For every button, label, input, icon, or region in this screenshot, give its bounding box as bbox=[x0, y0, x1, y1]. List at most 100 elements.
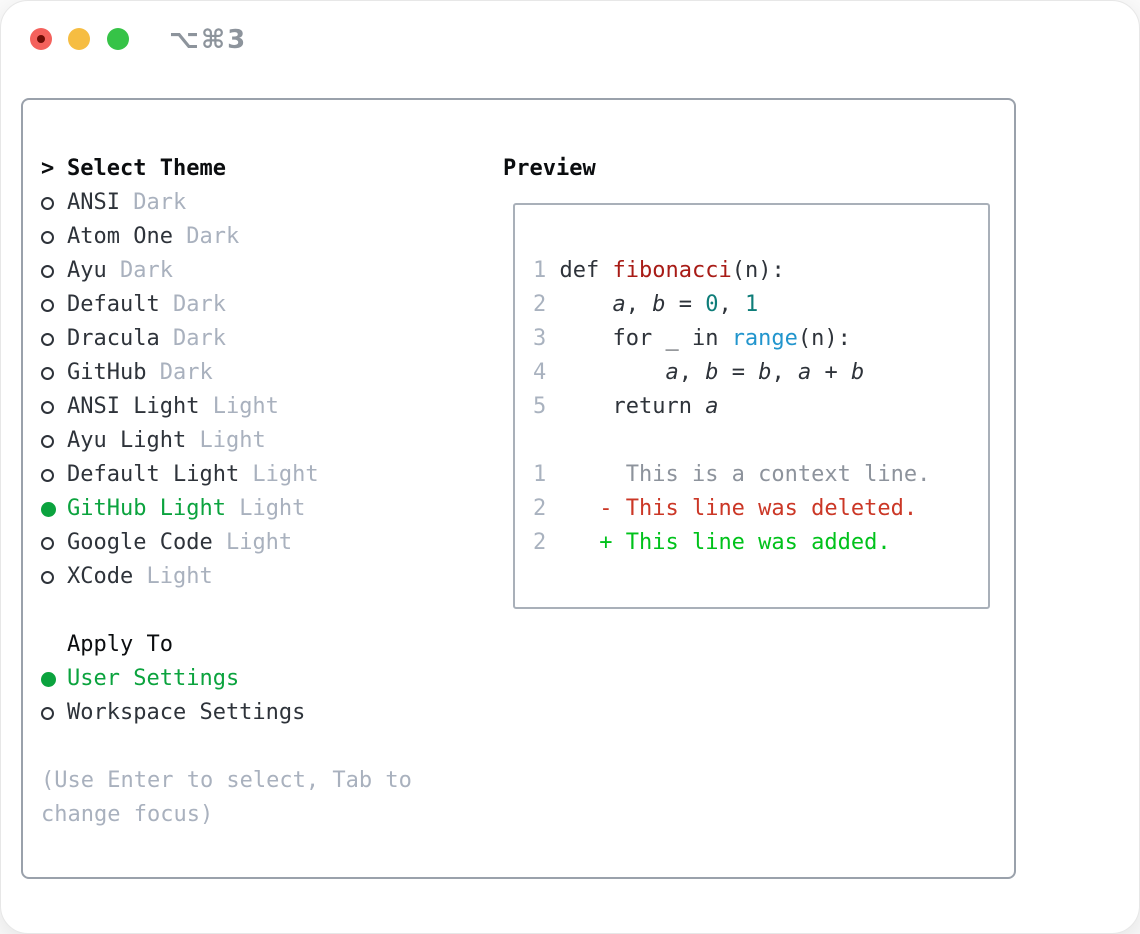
radio-icon bbox=[41, 298, 67, 312]
diff-text: This is a context line. bbox=[599, 462, 931, 487]
maximize-button[interactable] bbox=[107, 28, 129, 50]
code-segment: for _ in bbox=[559, 326, 732, 351]
radio-selected-icon bbox=[41, 501, 67, 517]
theme-item[interactable]: Dracula Dark bbox=[41, 322, 481, 356]
theme-variant-label: Light bbox=[212, 530, 293, 555]
code-segment: a bbox=[665, 360, 679, 385]
code-line: 4 a, b = b, a + b bbox=[533, 356, 988, 390]
radio-icon bbox=[41, 468, 67, 482]
theme-item-label: Ayu Light bbox=[67, 428, 187, 453]
theme-item[interactable]: Atom One Dark bbox=[41, 220, 481, 254]
code-segment: (n): bbox=[731, 258, 785, 283]
focus-caret: > bbox=[41, 156, 55, 181]
theme-item[interactable]: XCode Light bbox=[41, 560, 481, 594]
code-segment: a bbox=[612, 292, 626, 317]
code-segment: a bbox=[705, 394, 719, 419]
spacer bbox=[41, 730, 481, 764]
theme-item[interactable]: Google Code Light bbox=[41, 526, 481, 560]
code-line: 1 def fibonacci(n): bbox=[533, 254, 988, 288]
line-number: 2 bbox=[533, 496, 600, 521]
theme-item-label: Google Code bbox=[67, 530, 213, 555]
code-segment: fibonacci bbox=[612, 258, 732, 283]
code-segment: 0 bbox=[705, 292, 719, 317]
close-dot-icon bbox=[37, 35, 45, 43]
theme-item-label: ANSI Light bbox=[67, 394, 200, 419]
radio-icon bbox=[41, 570, 67, 584]
theme-variant-label: Light bbox=[186, 428, 266, 453]
preview-header: Preview bbox=[503, 156, 596, 181]
radio-icon bbox=[41, 434, 67, 448]
radio-icon bbox=[41, 264, 67, 278]
line-number: 1 bbox=[533, 258, 560, 283]
code-segment: b bbox=[850, 360, 865, 385]
theme-variant-label: Dark bbox=[119, 190, 187, 215]
code-segment: 1 bbox=[744, 292, 759, 317]
apply-to-option[interactable]: User Settings bbox=[41, 662, 481, 696]
theme-variant-label: Light bbox=[133, 564, 213, 589]
code-segment: range bbox=[731, 326, 798, 351]
theme-variant-label: Dark bbox=[159, 326, 226, 351]
code-line: 3 for _ in range(n): bbox=[533, 322, 988, 356]
blank-line bbox=[533, 424, 988, 458]
theme-item[interactable]: Ayu Dark bbox=[41, 254, 481, 288]
code-segment: , bbox=[678, 360, 706, 385]
radio-icon bbox=[41, 196, 67, 210]
radio-selected-icon bbox=[41, 671, 67, 687]
radio-icon bbox=[41, 366, 67, 380]
theme-item[interactable]: GitHub Light Light bbox=[41, 492, 481, 526]
line-number: 2 bbox=[533, 292, 560, 317]
theme-item[interactable]: Default Light Light bbox=[41, 458, 481, 492]
theme-item-label: Default Light bbox=[67, 462, 240, 487]
select-theme-header: > Select Theme bbox=[41, 152, 481, 186]
diff-line: 2 + This line was added. bbox=[533, 526, 988, 560]
apply-to-option-label: Workspace Settings bbox=[67, 700, 306, 725]
theme-item-label: Atom One bbox=[67, 224, 173, 249]
theme-item[interactable]: ANSI Dark bbox=[41, 186, 481, 220]
theme-item[interactable]: Ayu Light Light bbox=[41, 424, 481, 458]
apply-to-option[interactable]: Workspace Settings bbox=[41, 696, 481, 730]
line-number: 4 bbox=[533, 360, 560, 385]
theme-variant-label: Light bbox=[225, 496, 306, 521]
diff-text: - This line was deleted. bbox=[599, 496, 918, 521]
code-segment: , bbox=[625, 292, 653, 317]
code-line: 2 a, b = 0, 1 bbox=[533, 288, 988, 322]
radio-icon bbox=[41, 332, 67, 346]
code-segment: b bbox=[705, 360, 719, 385]
minimize-button[interactable] bbox=[68, 28, 90, 50]
code-segment bbox=[560, 360, 666, 385]
line-number: 1 bbox=[533, 462, 600, 487]
apply-to-header-label: Apply To bbox=[67, 632, 173, 657]
line-number: 3 bbox=[533, 326, 560, 351]
diff-line: 1 This is a context line. bbox=[533, 458, 988, 492]
diff-text: + This line was added. bbox=[599, 530, 891, 555]
code-segment: a bbox=[797, 360, 812, 385]
apply-to-option-label: User Settings bbox=[67, 666, 240, 691]
close-button[interactable] bbox=[30, 28, 52, 50]
code-segment: b bbox=[652, 292, 666, 317]
theme-variant-label: Dark bbox=[146, 360, 213, 385]
theme-variant-label: Dark bbox=[106, 258, 173, 283]
select-theme-header-label: Select Theme bbox=[67, 156, 226, 181]
keyboard-hint: (Use Enter to select, Tab to change focu… bbox=[41, 768, 412, 827]
spacer bbox=[41, 594, 481, 628]
theme-item[interactable]: ANSI Light Light bbox=[41, 390, 481, 424]
diff-line: 2 - This line was deleted. bbox=[533, 492, 988, 526]
code-segment: + bbox=[811, 360, 851, 385]
code-segment: = bbox=[718, 360, 759, 385]
theme-item[interactable]: Default Dark bbox=[41, 288, 481, 322]
theme-item-label: XCode bbox=[67, 564, 134, 589]
theme-item-label: Dracula bbox=[67, 326, 160, 351]
window-title: ⌥⌘3 bbox=[169, 25, 248, 55]
theme-variant-label: Light bbox=[239, 462, 319, 487]
theme-item-label: Ayu bbox=[67, 258, 107, 283]
theme-item[interactable]: GitHub Dark bbox=[41, 356, 481, 390]
code-segment: (n): bbox=[797, 326, 851, 351]
titlebar: ⌥⌘3 bbox=[1, 1, 1139, 73]
radio-icon bbox=[41, 706, 67, 720]
